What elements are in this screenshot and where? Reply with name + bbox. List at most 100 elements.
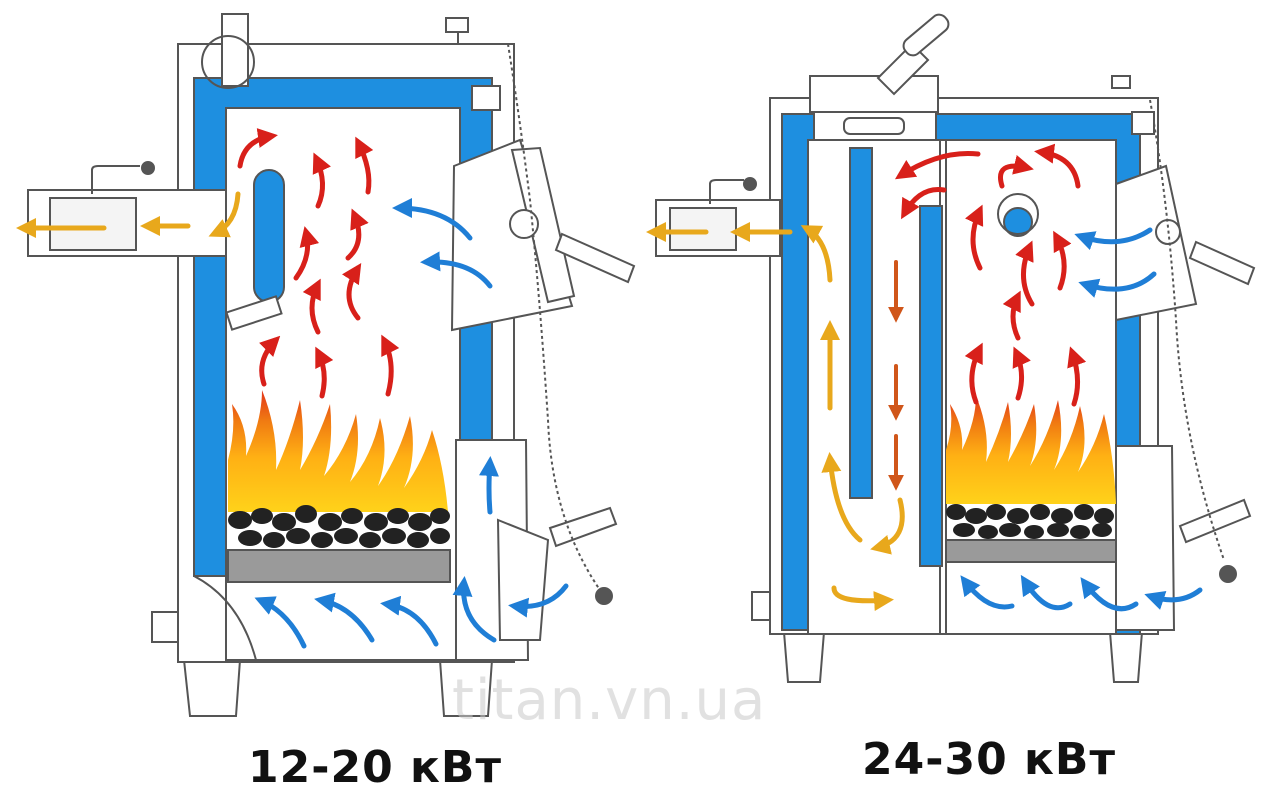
cold-air-arrow [508, 583, 569, 618]
hot-gas-arrow [1002, 290, 1021, 341]
coal-lump [364, 513, 388, 531]
cold-air-arrow [1080, 577, 1139, 612]
coal-lump [1024, 525, 1044, 539]
coal-lump [272, 513, 296, 531]
right-coal-bed [946, 504, 1114, 539]
coal-lump [1092, 523, 1112, 537]
left-loading-door [450, 138, 574, 332]
hot-gas-arrow [381, 334, 400, 397]
cold-air-arrow [380, 595, 439, 647]
right-grate [945, 539, 1117, 563]
hot-gas-arrow [965, 204, 984, 271]
cold-air-arrow [314, 592, 375, 643]
right-top-hatch-grip [843, 117, 905, 135]
hot-gas-arrow [315, 346, 334, 399]
coal-lump [238, 530, 262, 546]
right-ash-door-handle [1178, 498, 1252, 544]
left-leg-front [182, 659, 242, 717]
coal-lump [382, 528, 406, 544]
left-grate [227, 549, 451, 583]
left-cold-air-arrows [254, 198, 569, 649]
left-ash-door-knob [595, 587, 613, 605]
left-top-pipe [221, 13, 249, 87]
coal-lump [228, 511, 252, 529]
right-flue-gas-arrows [646, 222, 905, 612]
coal-lump [408, 513, 432, 531]
right-top-hatch-handle [876, 42, 930, 96]
right-top-hatch [809, 75, 939, 113]
right-leg-back [1108, 631, 1144, 683]
right-round-port [1003, 207, 1033, 237]
hot-gas-arrow [259, 335, 281, 387]
right-bottom-port [751, 591, 771, 621]
coal-lump [295, 505, 317, 523]
coal-lump [341, 508, 363, 524]
right-loading-door-handle [1188, 240, 1256, 286]
right-regulator [1111, 75, 1131, 89]
coal-lump [986, 504, 1006, 520]
left-flue-damper-rod [91, 165, 140, 194]
flue-gas-arrow [831, 585, 894, 612]
hot-gas-arrow [998, 155, 1034, 189]
right-flue-damper [669, 207, 737, 251]
right-water-tube-2 [919, 205, 943, 567]
coal-lump [999, 523, 1021, 537]
hot-gas-arrow [293, 226, 320, 281]
left-regulator [445, 17, 469, 33]
hot-gas-arrow [302, 278, 321, 335]
left-loading-door-lock [509, 209, 539, 239]
cold-air-arrow [960, 575, 1015, 610]
hot-gas-arrow [901, 187, 947, 220]
left-loading-door-hinge [510, 146, 576, 304]
left-ash-door-handle [548, 506, 618, 548]
coal-lump [251, 508, 273, 524]
right-hot-gas-arrows [894, 143, 1087, 407]
right-flue-damper-rod [709, 179, 744, 204]
hot-gas-arrow [964, 342, 983, 405]
right-flames [946, 396, 1116, 504]
hot-gas-arrow [342, 262, 362, 321]
coal-lump [263, 532, 285, 548]
cold-air-arrow [452, 576, 497, 643]
cold-air-arrow [1144, 587, 1203, 610]
left-hot-gas-arrows [237, 128, 400, 399]
coal-lump [1094, 508, 1114, 524]
coal-lump [1047, 523, 1069, 537]
watermark: titan.vn.ua [452, 668, 767, 733]
hot-gas-arrow [1015, 240, 1035, 307]
left-flames [228, 390, 448, 512]
left-ash-curve [193, 575, 257, 661]
coal-lump [946, 504, 966, 520]
left-bottom-port [151, 611, 179, 643]
left-regulator-valve [471, 85, 501, 111]
coal-lump [953, 523, 975, 537]
flue-gas-arrow [821, 452, 863, 543]
right-ash-door-knob [1219, 565, 1237, 583]
flue-gas-arrow [208, 191, 241, 238]
hot-gas-arrow [1067, 346, 1087, 407]
coal-lump [1074, 504, 1094, 520]
left-flue-gas-arrows [16, 191, 241, 238]
hot-gas-arrow [237, 128, 278, 169]
hot-gas-arrow [1034, 143, 1081, 189]
left-regulator-arm [457, 32, 508, 45]
coal-lump [1030, 504, 1050, 520]
coal-lump [318, 513, 342, 531]
left-flue-damper-knob [141, 161, 155, 175]
left-coal-bed [228, 505, 450, 548]
hot-gas-arrow [345, 208, 369, 261]
right-loading-door [1115, 164, 1198, 322]
left-baffle [225, 295, 283, 331]
coal-lump [311, 532, 333, 548]
right-flame [946, 396, 1116, 504]
left-flue-slot [253, 169, 285, 303]
coal-lump [407, 532, 429, 548]
left-loading-door-handle [554, 232, 636, 284]
coal-lump [359, 532, 381, 548]
hot-gas-arrow [894, 151, 981, 180]
cold-air-arrow [1074, 227, 1153, 251]
right-cold-air-arrows [960, 227, 1203, 612]
hot-gas-arrow [355, 136, 374, 195]
cold-air-arrow [254, 596, 307, 649]
right-round-port-ring [997, 193, 1039, 235]
